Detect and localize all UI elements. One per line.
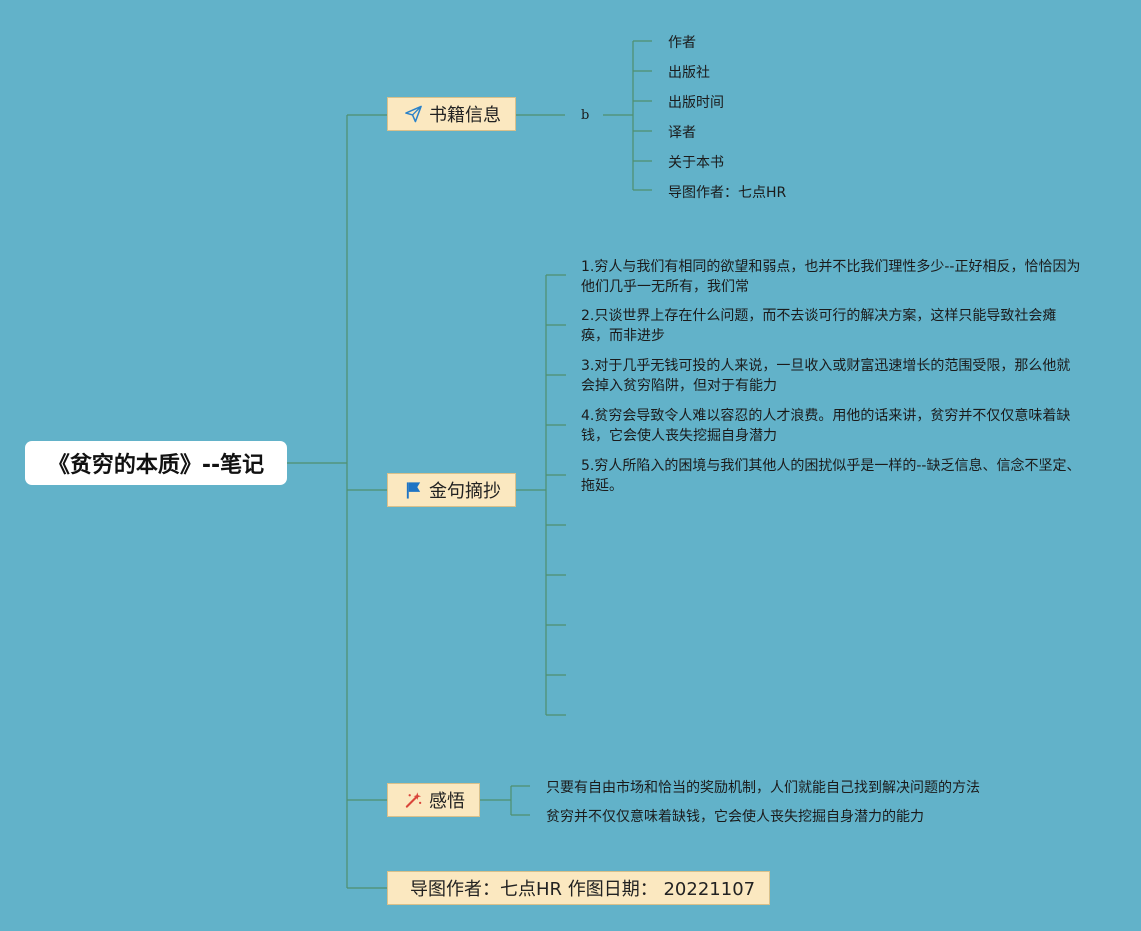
book-info-sub-node[interactable]: b <box>581 108 590 123</box>
book-info-item[interactable]: 导图作者：七点HR <box>668 185 787 201</box>
book-info-item[interactable]: 出版社 <box>668 65 710 81</box>
branch-book-info[interactable]: 书籍信息 <box>387 97 516 131</box>
branch-insights-label: 感悟 <box>429 791 465 812</box>
root-title: 《贫穷的本质》--笔记 <box>47 453 265 478</box>
branch-author-label: 导图作者：七点HR 作图日期： 20221107 <box>410 879 756 900</box>
branch-quotes-label: 金句摘抄 <box>429 481 501 502</box>
quote-item[interactable]: 3.对于几乎无钱可投的人来说，一旦收入或财富迅速增长的范围受限，那么他就会掉入贫… <box>581 358 1071 394</box>
book-info-item[interactable]: 关于本书 <box>668 155 724 171</box>
sparkle-wand-icon <box>405 792 422 808</box>
branch-author[interactable]: 导图作者：七点HR 作图日期： 20221107 <box>387 871 770 905</box>
branch-insights[interactable]: 感悟 <box>387 783 480 817</box>
root-node[interactable]: 《贫穷的本质》--笔记 <box>25 441 287 485</box>
quote-item[interactable]: 2.只谈世界上存在什么问题，而不去谈可行的解决方案，这样只能导致社会瘫痪，而非进… <box>581 308 1057 344</box>
book-info-item[interactable]: 作者 <box>668 35 696 51</box>
quote-item[interactable]: 4.贫穷会导致令人难以容忍的人才浪费。用他的话来讲，贫穷并不仅仅意味着缺钱，它会… <box>581 408 1071 444</box>
quote-item[interactable]: 1.穷人与我们有相同的欲望和弱点，也并不比我们理性多少--正好相反，恰恰因为他们… <box>581 259 1081 295</box>
insight-item[interactable]: 贫穷并不仅仅意味着缺钱，它会使人丧失挖掘自身潜力的能力 <box>546 809 924 825</box>
insight-item[interactable]: 只要有自由市场和恰当的奖励机制，人们就能自己找到解决问题的方法 <box>546 780 980 796</box>
paper-plane-icon <box>405 105 422 123</box>
branch-book-info-label: 书籍信息 <box>429 105 501 126</box>
book-info-item[interactable]: 出版时间 <box>668 95 724 111</box>
book-info-item[interactable]: 译者 <box>668 125 696 141</box>
flag-icon <box>406 482 421 499</box>
quote-item[interactable]: 5.穷人所陷入的困境与我们其他人的困扰似乎是一样的--缺乏信息、信念不坚定、拖延… <box>581 458 1081 494</box>
branch-quotes[interactable]: 金句摘抄 <box>387 473 516 507</box>
